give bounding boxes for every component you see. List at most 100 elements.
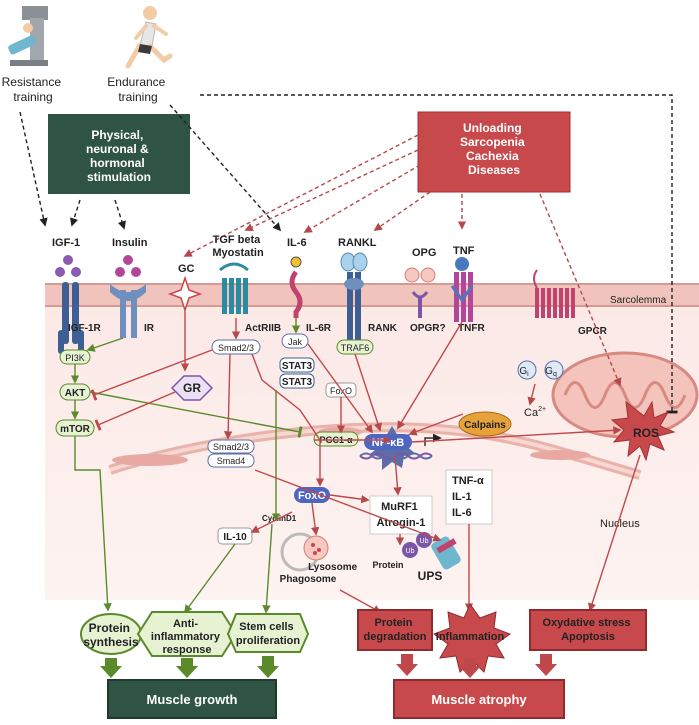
ups-label: UPS: [418, 569, 443, 583]
tnfr-receptor-icon: [450, 272, 474, 322]
svg-text:Gq: Gq: [545, 366, 557, 378]
gr-node: GR: [170, 375, 214, 401]
svg-text:AKT: AKT: [65, 388, 86, 399]
svg-text:Smad2/3: Smad2/3: [218, 343, 254, 353]
physical-stimulation-label: Physical, neuronal & hormonal stimulatio…: [86, 128, 152, 184]
protein-synthesis-node: Protein synthesis: [80, 613, 142, 655]
gi-node: Gi: [517, 360, 537, 380]
svg-text:Gi: Gi: [519, 366, 529, 378]
protein-label: Protein: [372, 560, 403, 570]
dna-strand: [359, 433, 442, 460]
physical-stimulation-box: [48, 114, 190, 194]
nucleus-label: Nucleus: [600, 518, 640, 530]
smad23-node: Smad2/3: [211, 339, 261, 355]
rank-receptor-icon: [344, 272, 364, 340]
rank-label: RANK: [368, 323, 398, 334]
traf6-node: TRAF6: [336, 339, 374, 355]
unloading-box: [417, 111, 571, 193]
svg-text:Anti- inflammatory: Anti- inflammatory response: [151, 618, 223, 656]
svg-text:TRAF6: TRAF6: [341, 343, 370, 353]
lysosome-icon: [280, 532, 329, 572]
stat3-node: STAT3 STAT3: [279, 357, 315, 389]
actriib-label: ActRIIB: [245, 323, 281, 334]
svg-text:GR: GR: [183, 381, 201, 395]
opg-label: OPG: [412, 247, 436, 259]
svg-text:Muscle atrophy: Muscle atrophy: [431, 692, 527, 707]
pathway-arrows: [70, 310, 641, 614]
unloading-label: Unloading Sarcopenia Cachexia Diseases: [460, 121, 528, 177]
svg-text:STAT3: STAT3: [282, 361, 313, 372]
svg-text:Oxydative stress Apoptos: Oxydative stress Apoptosis: [542, 617, 633, 643]
tnf-ligand-icon: [455, 257, 469, 271]
smad-complex-node: Smad2/3 Smad4: [207, 439, 255, 468]
nucleus-envelope: [108, 422, 642, 480]
inflammation-node: Inflammation: [432, 602, 512, 673]
unloading-arrows: [183, 134, 622, 387]
svg-text:FoxO: FoxO: [330, 386, 352, 396]
muscle-growth-box: Muscle growth: [107, 679, 277, 719]
lysosome-label: Lysosome Phagosome: [280, 562, 360, 585]
svg-text:Ub: Ub: [406, 548, 415, 555]
svg-text:Calpains: Calpains: [464, 420, 506, 431]
svg-text:TNF-α IL-1 IL-6: TNF-α IL-1 IL-6: [452, 475, 487, 519]
igf1-label: IGF-1: [52, 237, 80, 249]
gpcr-receptor-icon: [533, 269, 575, 318]
svg-text:Protein degradation: Protein degradation: [364, 617, 427, 643]
svg-text:Inflammation: Inflammation: [436, 631, 505, 643]
final-arrows: [100, 654, 557, 678]
rankl-label: RANKL: [338, 237, 377, 249]
endurance-training-label: Endurance training: [107, 75, 168, 104]
foxo-nucleus-node: FoxO: [294, 487, 330, 503]
insulin-label: Insulin: [112, 237, 148, 249]
rankl-ligand-icon: [340, 252, 368, 272]
svg-text:FoxO: FoxO: [298, 490, 327, 502]
sarcolemma-label: Sarcolemma: [610, 295, 667, 306]
cytokines-box: TNF-α IL-1 IL-6: [445, 469, 493, 525]
ir-receptor-icon: [110, 284, 146, 338]
stem-cells-node: Stem cells proliferation: [226, 613, 310, 653]
oxidative-stress-node: Oxydative stress Apoptosis: [529, 609, 647, 651]
protein-degradation-node: Protein degradation: [357, 609, 433, 651]
svg-text:Protein synthesis: Protein synthesis: [83, 621, 139, 649]
igf1r-receptor-icon: [58, 282, 84, 354]
pi3k-node: PI3K: [59, 349, 91, 365]
svg-text:PI3K: PI3K: [65, 353, 85, 363]
calpains-node: Calpains: [458, 411, 512, 437]
jak-node: Jak: [281, 333, 309, 349]
actriib-receptor-icon: [219, 262, 249, 314]
igf1-ligand-icon: [55, 255, 81, 277]
igf1r-label: IGF-1R: [68, 323, 102, 334]
il6-ligand-icon: [290, 256, 302, 268]
il6r-receptor-icon: [289, 270, 303, 318]
muscle-atrophy-box: Muscle atrophy: [393, 679, 565, 719]
anti-inflammatory-node: Anti- inflammatory response: [136, 611, 238, 657]
gc-label: GC: [178, 263, 195, 275]
tgf-label: TGF beta Myostatin: [212, 234, 264, 259]
il6r-label: IL-6R: [306, 323, 332, 334]
exercise-arrows: [19, 94, 678, 414]
resistance-training-label: Resistance training: [2, 75, 65, 104]
ups-icon: Ub Ub: [402, 532, 461, 570]
gpcr-label: GPCR: [578, 326, 608, 337]
murf1-atrogin-box: MuRF1 Atrogin-1: [369, 495, 433, 535]
il6-label: IL-6: [287, 237, 307, 249]
svg-text:Jak: Jak: [288, 337, 303, 347]
svg-text:STAT3: STAT3: [282, 377, 313, 388]
calcium-label: Ca2+: [524, 406, 546, 419]
svg-text:Muscle growth: Muscle growth: [146, 692, 237, 707]
endurance-training-icon: [125, 6, 173, 69]
svg-text:NF-κB: NF-κB: [372, 437, 404, 449]
opgr-receptor-icon: [411, 291, 429, 318]
il10-node: IL-10: [217, 527, 253, 545]
opgr-label: OPGR?: [410, 323, 446, 334]
svg-text:Stem cells proliferation: Stem cells proliferation: [236, 621, 300, 647]
ir-label: IR: [144, 323, 155, 334]
svg-text:Smad2/3: Smad2/3: [213, 442, 249, 452]
svg-text:Smad4: Smad4: [217, 456, 246, 466]
mtor-node: mTOR: [55, 419, 95, 437]
resistance-training-icon: [8, 6, 48, 66]
svg-text:ROS: ROS: [633, 426, 659, 440]
opg-ligand-icon: [404, 267, 436, 283]
insulin-ligand-icon: [115, 255, 141, 277]
